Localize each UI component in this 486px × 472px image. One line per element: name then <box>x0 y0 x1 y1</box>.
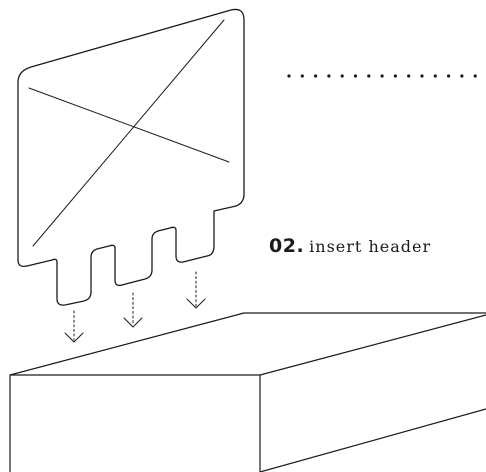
box-outline <box>9 312 486 472</box>
step-caption: 02.insert header <box>269 232 431 261</box>
step-number: 02. <box>269 235 305 257</box>
box-side-bottom-edge <box>259 408 486 472</box>
image-placeholder-line-2 <box>32 19 225 247</box>
dotted-down-arrow-icon <box>186 271 206 309</box>
header-card <box>17 8 245 306</box>
header-card-outline <box>17 8 245 306</box>
step-label: insert header <box>309 237 432 256</box>
box-base <box>9 312 486 472</box>
dotted-down-arrow-icon <box>64 310 84 343</box>
box-top-right-edge <box>259 314 486 376</box>
dotted-down-arrow-icon <box>123 292 143 328</box>
arrow-3-head <box>186 298 206 309</box>
arrow-2-head <box>123 317 143 328</box>
image-placeholder-line-1 <box>28 87 230 163</box>
arrow-1-head <box>64 332 84 343</box>
